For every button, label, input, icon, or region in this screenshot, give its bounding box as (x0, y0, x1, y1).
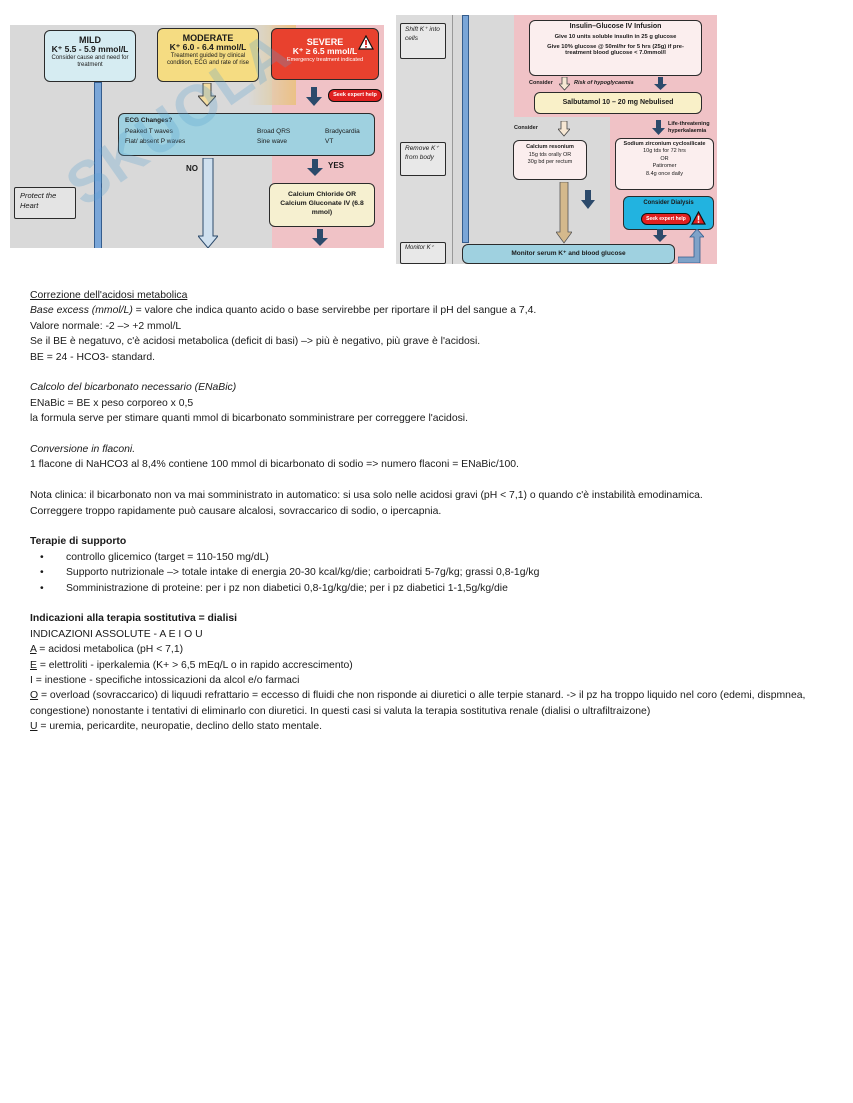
paragraph: O = overload (sovraccarico) di liquudi r… (30, 690, 806, 717)
paragraph: I = inestione - specifiche intossicazion… (30, 675, 300, 687)
down-arrow-icon (581, 190, 595, 209)
seek-help-badge: Seek expert help (328, 89, 382, 102)
bullet: • (40, 551, 44, 563)
mild-box: MILD K⁺ 5.5 - 5.9 mmol/L Consider cause … (44, 30, 136, 82)
hyperkalaemia-chart-right: Shift K⁺ into cells Insulin–Glucose IV I… (396, 15, 717, 264)
szc-line1: 10g tds for 72 hrs (643, 148, 686, 155)
paragraph: E = elettroliti - iperkalemia (K+ > 6,5 … (30, 659, 353, 671)
mild-note: Consider cause and need for treatment (51, 55, 129, 68)
hypoglycaemia-risk: Risk of hypoglycaemia (574, 80, 634, 86)
remove-k-label: Remove K⁺ from body (400, 142, 446, 176)
paragraph: Valore normale: -2 –> +2 mmol/L (30, 320, 182, 332)
paragraph: INDICAZIONI ASSOLUTE - A E I O U (30, 628, 203, 640)
down-arrow-icon (312, 229, 328, 246)
down-arrow-icon (653, 229, 667, 242)
bullet: • (40, 567, 44, 579)
severe-note: Emergency treatment indicated (286, 57, 364, 64)
consider-label: Consider (514, 125, 538, 131)
dialysis-label: Consider Dialysis (643, 200, 694, 206)
severe-title: SEVERE (306, 37, 344, 47)
mild-range: K⁺ 5.5 - 5.9 mmol/L (51, 44, 129, 55)
ecg-col1a: Peaked T waves (125, 128, 173, 135)
down-arrow-icon (654, 77, 667, 90)
moderate-range: K⁺ 6.0 - 6.4 mmol/L (169, 42, 247, 53)
paragraph: BE = 24 - HCO3- standard. (30, 351, 156, 363)
down-arrow-icon (652, 120, 665, 135)
down-arrow-icon (559, 77, 570, 91)
calcium-resonium-box: Calcium resonium 15g tds orally OR 30g b… (513, 140, 587, 180)
down-arrow-icon (198, 83, 216, 107)
warning-icon (691, 211, 706, 225)
mild-flow-line (94, 82, 102, 248)
section-title: Correzione dell'acidosi metabolica (30, 290, 188, 301)
ecg-col1b: Flat/ absent P waves (125, 138, 186, 145)
subsection-title: Calcolo del bicarbonato necessario (ENaB… (30, 382, 237, 394)
ecg-col2b: Sine wave (257, 138, 287, 145)
severe-range: K⁺ ≥ 6.5 mmol/L (292, 46, 358, 57)
seek-help-badge: Seek expert help (641, 213, 691, 225)
insulin-title: Insulin–Glucose IV Infusion (569, 23, 662, 30)
yes-label: YES (328, 161, 345, 170)
calres-title: Calcium resonium (526, 144, 574, 150)
mild-title: MILD (79, 35, 101, 45)
insulin-line2: Give 10% glucose @ 50ml/hr for 5 hrs (25… (547, 43, 684, 57)
paragraph: ENaBic = BE x peso corporeo x 0,5 (30, 397, 194, 409)
hyperkalaemia-chart-left: MILD K⁺ 5.5 - 5.9 mmol/L Consider cause … (10, 25, 384, 248)
subsection-title: Conversione in flaconi. (30, 444, 136, 456)
ecg-title: ECG Changes? (125, 117, 173, 124)
down-arrow-icon (307, 159, 323, 176)
consider-label: Consider (529, 80, 553, 86)
section-title: Terapie di supporto (30, 536, 127, 548)
no-path-arrow (198, 158, 218, 248)
severe-box: SEVERE K⁺ ≥ 6.5 mmol/L Emergency treatme… (271, 28, 379, 80)
ecg-col3b: VT (325, 138, 334, 145)
paragraph: Correggere troppo rapidamente può causar… (30, 505, 442, 517)
warning-icon (358, 35, 374, 50)
flow-line (462, 15, 469, 243)
paragraph: U = uremia, pericardite, neuropatie, dec… (30, 721, 322, 733)
paragraph: Base excess (mmol/L) = valore che indica… (30, 303, 830, 318)
ecg-changes-box: ECG Changes? Peaked T waves Flat/ absent… (118, 113, 375, 156)
no-label: NO (186, 164, 198, 173)
paragraph: A = acidosi metabolica (pH < 7,1) (30, 644, 184, 656)
szc-line3: Patiromer (652, 163, 677, 170)
section-title: Indicazioni alla terapia sostitutiva = d… (30, 613, 238, 625)
calres-line1: 15g tds orally OR (528, 151, 572, 158)
insulin-box: Insulin–Glucose IV Infusion Give 10 unit… (529, 20, 702, 76)
life-threatening-label: Life-threatening hyperkalaemia (668, 121, 710, 134)
szc-line2: OR (660, 155, 669, 162)
down-arrow-icon (306, 87, 322, 106)
paragraph: 1 flacone di NaHCO3 al 8,4% contiene 100… (30, 459, 519, 471)
moderate-title: MODERATE (182, 33, 234, 43)
szc-line4: 8.4g once daily (646, 170, 683, 177)
be-text: = valore che indica quanto acido o base … (132, 305, 537, 317)
list-item: •Supporto nutrizionale –> totale intake … (40, 565, 830, 580)
ecg-col2a: Broad QRS (257, 128, 291, 135)
ecg-col3a: Bradycardia (325, 128, 360, 135)
monitor-k-label: Monitor K⁺ (400, 242, 446, 264)
shift-k-label: Shift K⁺ into cells (400, 23, 446, 59)
insulin-line1: Give 10 units soluble insulin in 25 g gl… (554, 34, 677, 41)
paragraph: Se il BE è negatuvo, c'è acidosi metabol… (30, 336, 481, 348)
down-arrow-icon (556, 182, 572, 244)
calcium-box: Calcium Chloride OR Calcium Gluconate IV… (269, 183, 375, 227)
moderate-box: MODERATE K⁺ 6.0 - 6.4 mmol/L Treatment g… (157, 28, 259, 82)
support-list: •controllo glicemico (target = 110-150 m… (30, 550, 830, 596)
document-body: Correzione dell'acidosi metabolica Base … (30, 288, 830, 735)
protect-heart-label: Protect the Heart (14, 187, 76, 219)
szc-title: Sodium zirconium cyclosilicate (623, 141, 706, 147)
szc-box: Sodium zirconium cyclosilicate 10g tds f… (615, 138, 714, 190)
list-item: •controllo glicemico (target = 110-150 m… (40, 550, 830, 565)
calres-line2: 30g bd per rectum (527, 159, 573, 166)
bullet: • (40, 582, 44, 594)
be-label: Base excess (mmol/L) (30, 305, 133, 317)
paragraph: Nota clinica: il bicarbonato non va mai … (30, 490, 703, 502)
loop-arrow-icon (678, 229, 704, 263)
salbutamol-box: Salbutamol 10 – 20 mg Nebulised (534, 92, 702, 114)
paragraph: la formula serve per stimare quanti mmol… (30, 413, 468, 425)
monitor-box: Monitor serum K⁺ and blood glucose (462, 244, 675, 264)
list-item: •Somministrazione di proteine: per i pz … (40, 581, 830, 596)
moderate-note: Treatment guided by clinical condition, … (166, 53, 250, 66)
down-arrow-icon (558, 121, 570, 137)
